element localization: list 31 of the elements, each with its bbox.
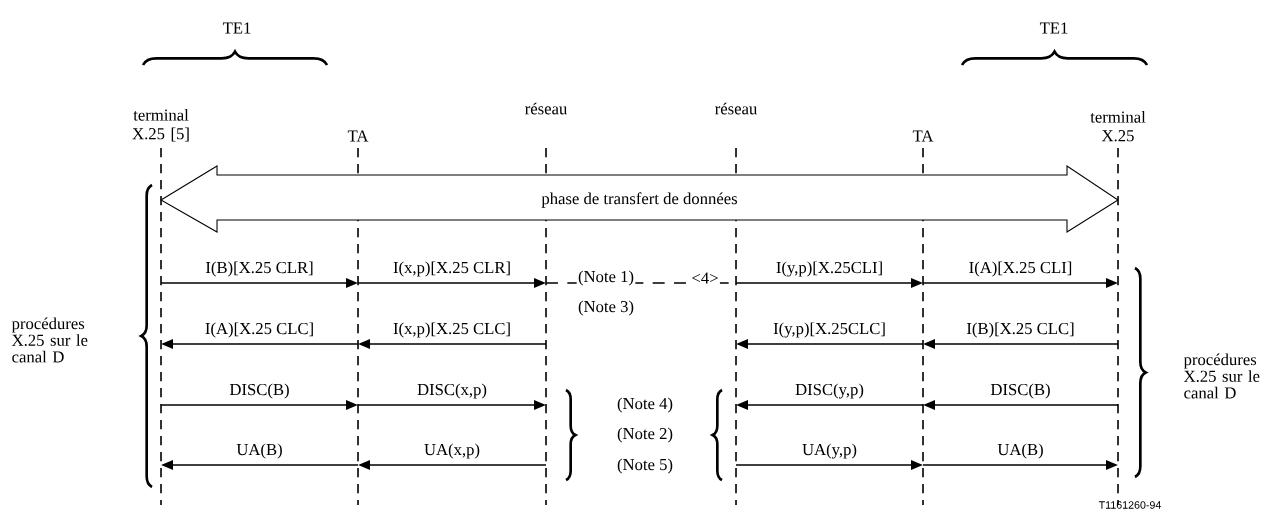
edge-label: DISC(B) [229,383,289,399]
lifeline-label: réseau [715,102,757,115]
edge-label: phase de transfert de données [541,192,738,208]
edge-label: UA(B) [997,443,1043,459]
edge-label: DISC(y,p) [795,383,864,399]
edge-label: I(B)[X.25 CLC] [966,322,1074,338]
edge-label: I(x,p)[X.25 CLC] [393,322,510,338]
edge-label: DISC(B) [990,383,1050,399]
edge-label: I(B)[X.25 CLR] [205,261,313,277]
edge-label: DISC(x,p) [417,383,487,399]
figure-code: T1161260-94 [1098,501,1161,509]
edge-label: I(A)[X.25 CLC] [205,322,313,338]
annotation-label: <4> [690,271,720,285]
edge-label: I(y,p)[X.25CLI] [776,261,882,277]
note-label: (Note 5) [617,458,673,474]
lifeline-label: terminal X.25 [1090,110,1146,142]
edge-label: (Note 1) [576,269,636,287]
lifeline-label: TA [347,130,369,142]
edge-label: UA(y,p) [802,443,857,459]
note-label: (Note 2) [617,427,673,443]
lifeline-label: réseau [525,102,567,115]
note-label: (Note 4) [617,397,673,413]
lifeline-label: TA [912,130,934,142]
side-label: procédures X.25 sur le canal D [1183,353,1260,399]
edge-label: I(y,p)[X.25CLC] [773,322,885,338]
edge-label: UA(B) [236,443,282,459]
lifeline-label: terminal X.25 [5] [132,108,189,142]
side-label: procédures X.25 sur le canal D [11,317,88,363]
edge-label: I(A)[X.25 CLI] [969,261,1072,277]
edge-label: UA(x,p) [424,443,480,459]
edge-label: I(x,p)[X.25 CLR] [393,261,510,277]
